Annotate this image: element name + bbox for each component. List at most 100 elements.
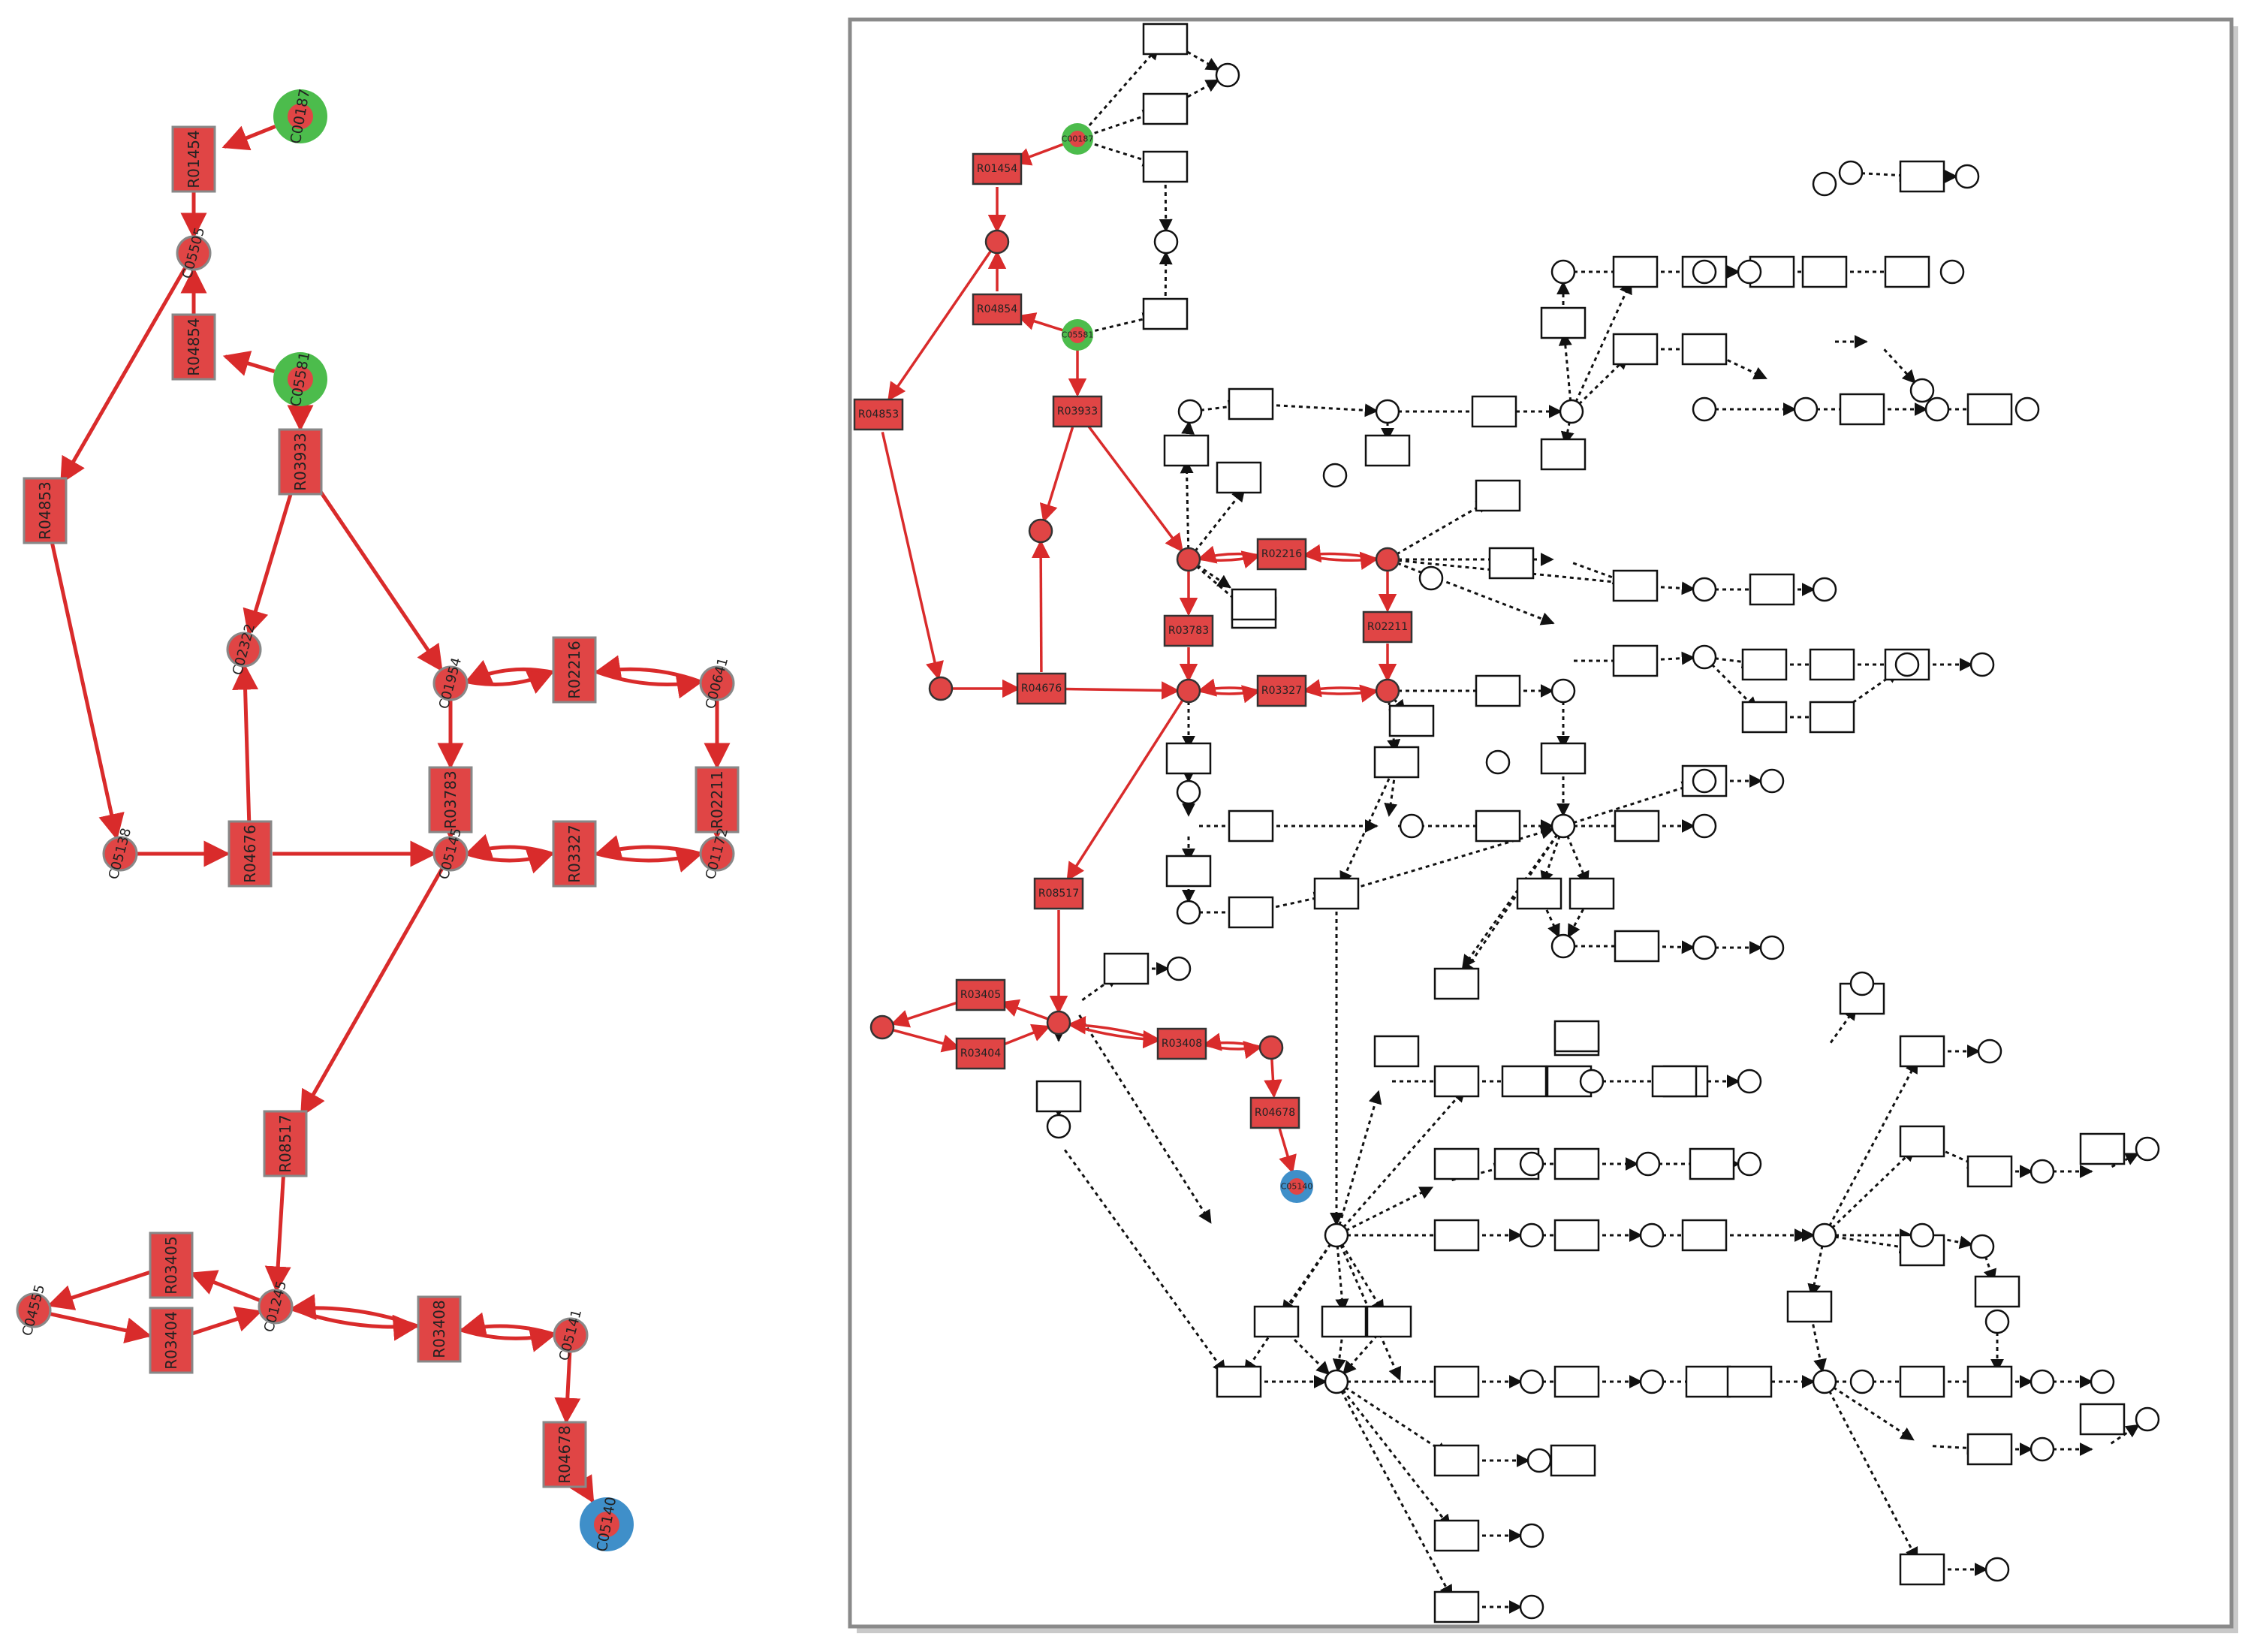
highlighted-compound-node: [1176, 547, 1201, 572]
context-compound-node: [1519, 1594, 1544, 1620]
highlighted-reaction-node: R04853: [853, 398, 904, 431]
context-compound-node: [1737, 1151, 1762, 1177]
context-reaction-node: [1612, 569, 1659, 602]
reaction-node: R03408: [417, 1295, 462, 1363]
network-edge: [1344, 1386, 1449, 1456]
context-reaction-node: [1433, 1147, 1480, 1180]
context-reaction-node: [1035, 1080, 1082, 1113]
context-reaction-node: [1741, 648, 1788, 681]
reaction-label: R03327: [565, 824, 583, 883]
start-compound-node: C05581: [1062, 319, 1093, 351]
reaction-label: R04678: [556, 1425, 574, 1484]
highlighted-reaction-node: R08517: [1033, 877, 1084, 910]
context-reaction-node: [1165, 855, 1212, 888]
pathway-edge: [554, 1351, 581, 1424]
reaction-node: R03404: [149, 1307, 194, 1374]
context-compound-node: [1984, 1309, 2010, 1334]
pathway-edge: [890, 1000, 960, 1028]
context-reaction-node: [2079, 1403, 2126, 1436]
context-reaction-node: [1321, 1305, 1367, 1338]
context-compound-node: [1153, 229, 1179, 255]
highlighted-compound-node: [1375, 678, 1400, 704]
reaction-node: R04678: [542, 1421, 587, 1488]
context-compound-node: [1519, 1369, 1544, 1394]
context-compound-node: [1969, 652, 1995, 677]
highlighted-reaction-node: R02211: [1362, 610, 1413, 644]
reaction-label: R01454: [185, 130, 203, 188]
network-edge: [1338, 1090, 1382, 1225]
highlighted-reaction-label: R04678: [1255, 1107, 1295, 1119]
network-edge: [1339, 1244, 1402, 1381]
context-compound-node: [1177, 399, 1203, 424]
network-edge: [1397, 562, 1555, 626]
reaction-label: R03783: [441, 770, 460, 829]
network-edge: [1345, 826, 1555, 892]
pathway-edge: [1012, 143, 1064, 166]
context-compound-node: [1375, 399, 1400, 424]
highlighted-compound-node: [1046, 1010, 1071, 1036]
context-reaction-node: [1966, 1433, 2013, 1466]
reaction-label: R04676: [241, 824, 259, 883]
highlighted-reaction-node: R03408: [1156, 1027, 1207, 1060]
pathway-edge: [232, 663, 259, 821]
context-compound-node: [1924, 396, 1950, 422]
highlighted-reaction-node: R03933: [1052, 395, 1103, 428]
context-compound-node: [2030, 1369, 2055, 1394]
pathway-edge: [892, 1028, 961, 1053]
context-reaction-node: [1681, 1219, 1728, 1252]
network-edge: [1340, 1390, 1453, 1599]
context-reaction-node: [1475, 479, 1521, 512]
pathway-edge: [1067, 1015, 1160, 1042]
context-reaction-node: [1612, 333, 1659, 366]
network-edge: [1572, 781, 1696, 824]
compound-node: C02322: [226, 623, 262, 677]
network-edge: [1159, 176, 1173, 233]
context-compound-node: [1639, 1222, 1665, 1248]
network-edge: [1345, 1186, 1434, 1232]
highlighted-reaction-node: R04676: [1016, 672, 1067, 705]
context-compound-node: [1559, 399, 1584, 424]
pathway-edge: [594, 655, 701, 684]
network-edge: [1540, 835, 1561, 885]
highlighted-compound-node: [1258, 1035, 1284, 1060]
compound-node: C05141: [553, 1308, 589, 1362]
context-reaction-node: [1373, 746, 1420, 779]
context-reaction-node: [1540, 742, 1587, 775]
network-edge: [1396, 499, 1490, 556]
network-edge: [1196, 564, 1231, 589]
pathway-edge: [289, 1294, 418, 1328]
reaction-node: R03405: [149, 1231, 194, 1299]
highlighted-reaction-label: R02211: [1367, 621, 1408, 633]
start-compound-node: C05581: [273, 351, 327, 408]
context-compound-node: [2090, 1369, 2115, 1394]
pathway-edge: [317, 488, 443, 672]
context-compound-node: [1692, 813, 1717, 839]
context-compound-node: [1909, 378, 1935, 403]
highlighted-reaction-node: R02216: [1256, 538, 1307, 571]
context-reaction-node: [1433, 1444, 1480, 1477]
context-compound-node: [1166, 956, 1192, 981]
context-compound-node: [1954, 164, 1980, 189]
pathway-edge: [594, 835, 701, 861]
compound-node: C05145: [432, 827, 469, 881]
highlighted-reaction-label: R01454: [977, 163, 1017, 175]
reaction-node: R04854: [171, 313, 216, 381]
context-compound-node: [1692, 577, 1717, 602]
context-compound-node: [1485, 749, 1511, 775]
pathway-edge: [50, 542, 125, 840]
context-reaction-node: [1433, 967, 1480, 1000]
context-reaction-node: [1366, 1305, 1412, 1338]
context-reaction-node: [1373, 1035, 1420, 1068]
pathway-edge: [189, 1270, 261, 1303]
compound-node: C04555: [16, 1283, 52, 1337]
network-edge: [1566, 835, 1590, 885]
compound-node: C05138: [102, 827, 138, 881]
reaction-node: R08517: [263, 1110, 308, 1177]
context-reaction-node: [1433, 1065, 1480, 1098]
highlighted-reaction-node: R04678: [1249, 1096, 1300, 1129]
network-edge: [1828, 1059, 1918, 1227]
network-edge: [1342, 1088, 1466, 1228]
context-compound-node: [1550, 933, 1576, 959]
context-compound-node: [1759, 935, 1785, 960]
